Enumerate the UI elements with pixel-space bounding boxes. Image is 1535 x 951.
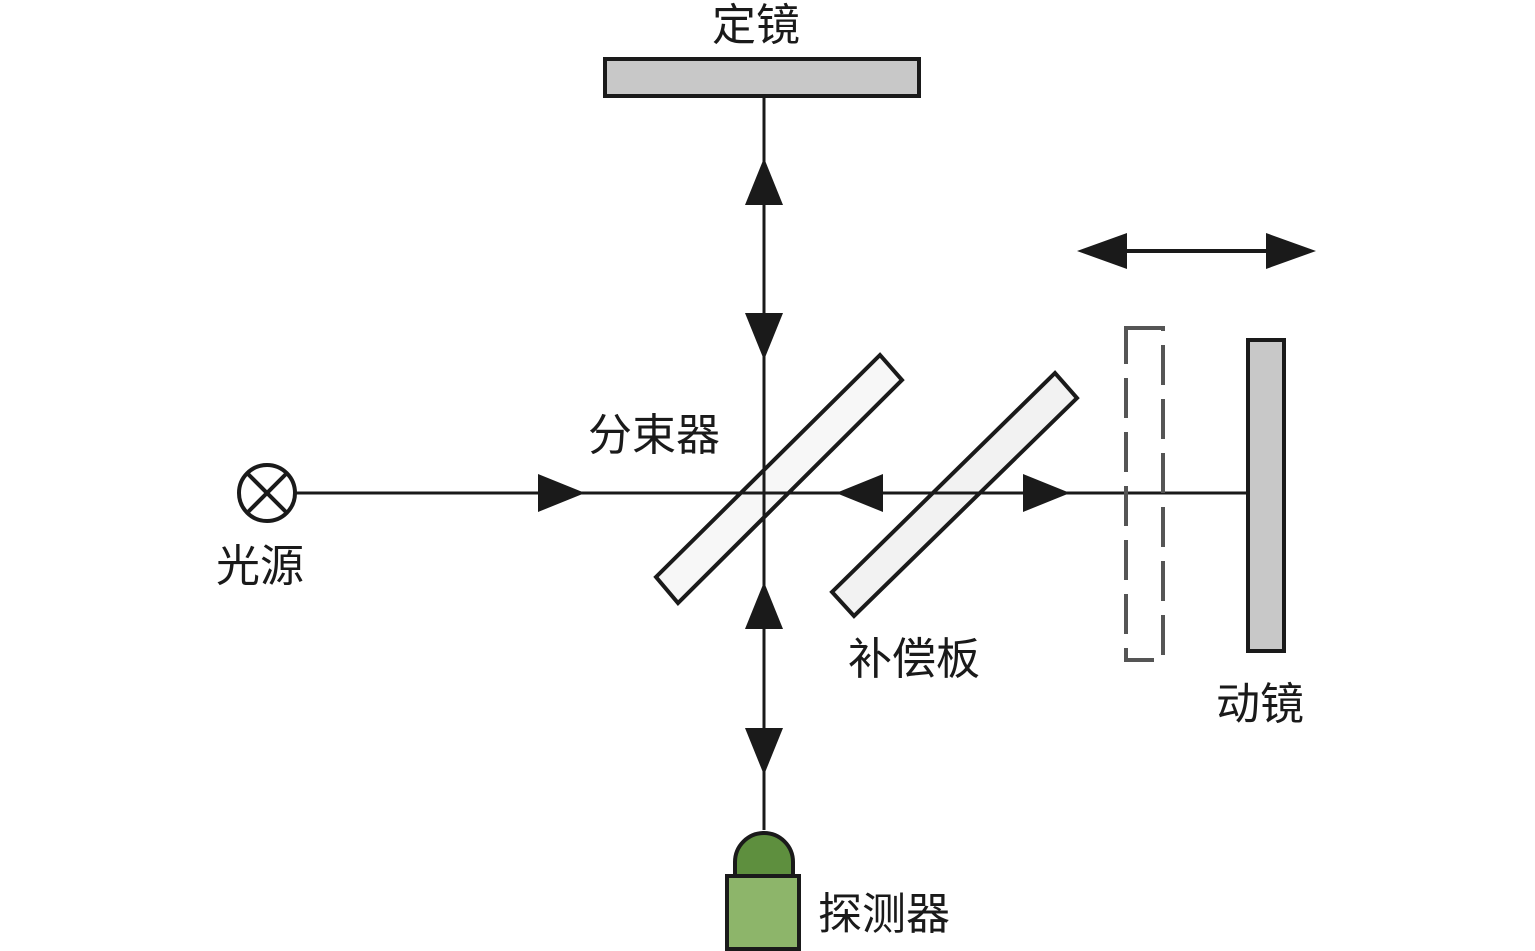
fixed-mirror-label: 定镜	[712, 0, 800, 51]
detector-cap	[733, 831, 795, 878]
arrow-up-fixed-arm	[745, 158, 783, 205]
cross-circle-icon	[237, 463, 297, 523]
detector-label: 探测器	[818, 889, 950, 940]
moving-mirror	[1246, 338, 1286, 653]
detector	[725, 831, 801, 951]
arrow-up-detector-arm	[745, 582, 783, 629]
beam-splitter	[653, 352, 905, 606]
arrow-right-source	[538, 474, 585, 512]
compensator-label: 补偿板	[848, 634, 980, 685]
moving-mirror-label: 动镜	[1216, 679, 1304, 730]
beam-splitter-label: 分束器	[588, 410, 720, 461]
light-source-label: 光源	[216, 541, 304, 592]
arrow-down-fixed-arm	[745, 313, 783, 360]
double-arrow-icon	[1077, 233, 1316, 269]
moving-mirror-previous-position	[1124, 326, 1165, 662]
arrow-down-detector-arm	[745, 728, 783, 775]
fixed-mirror	[603, 57, 921, 98]
arrow-right-moving-arm	[1023, 474, 1070, 512]
detector-body	[725, 874, 801, 951]
